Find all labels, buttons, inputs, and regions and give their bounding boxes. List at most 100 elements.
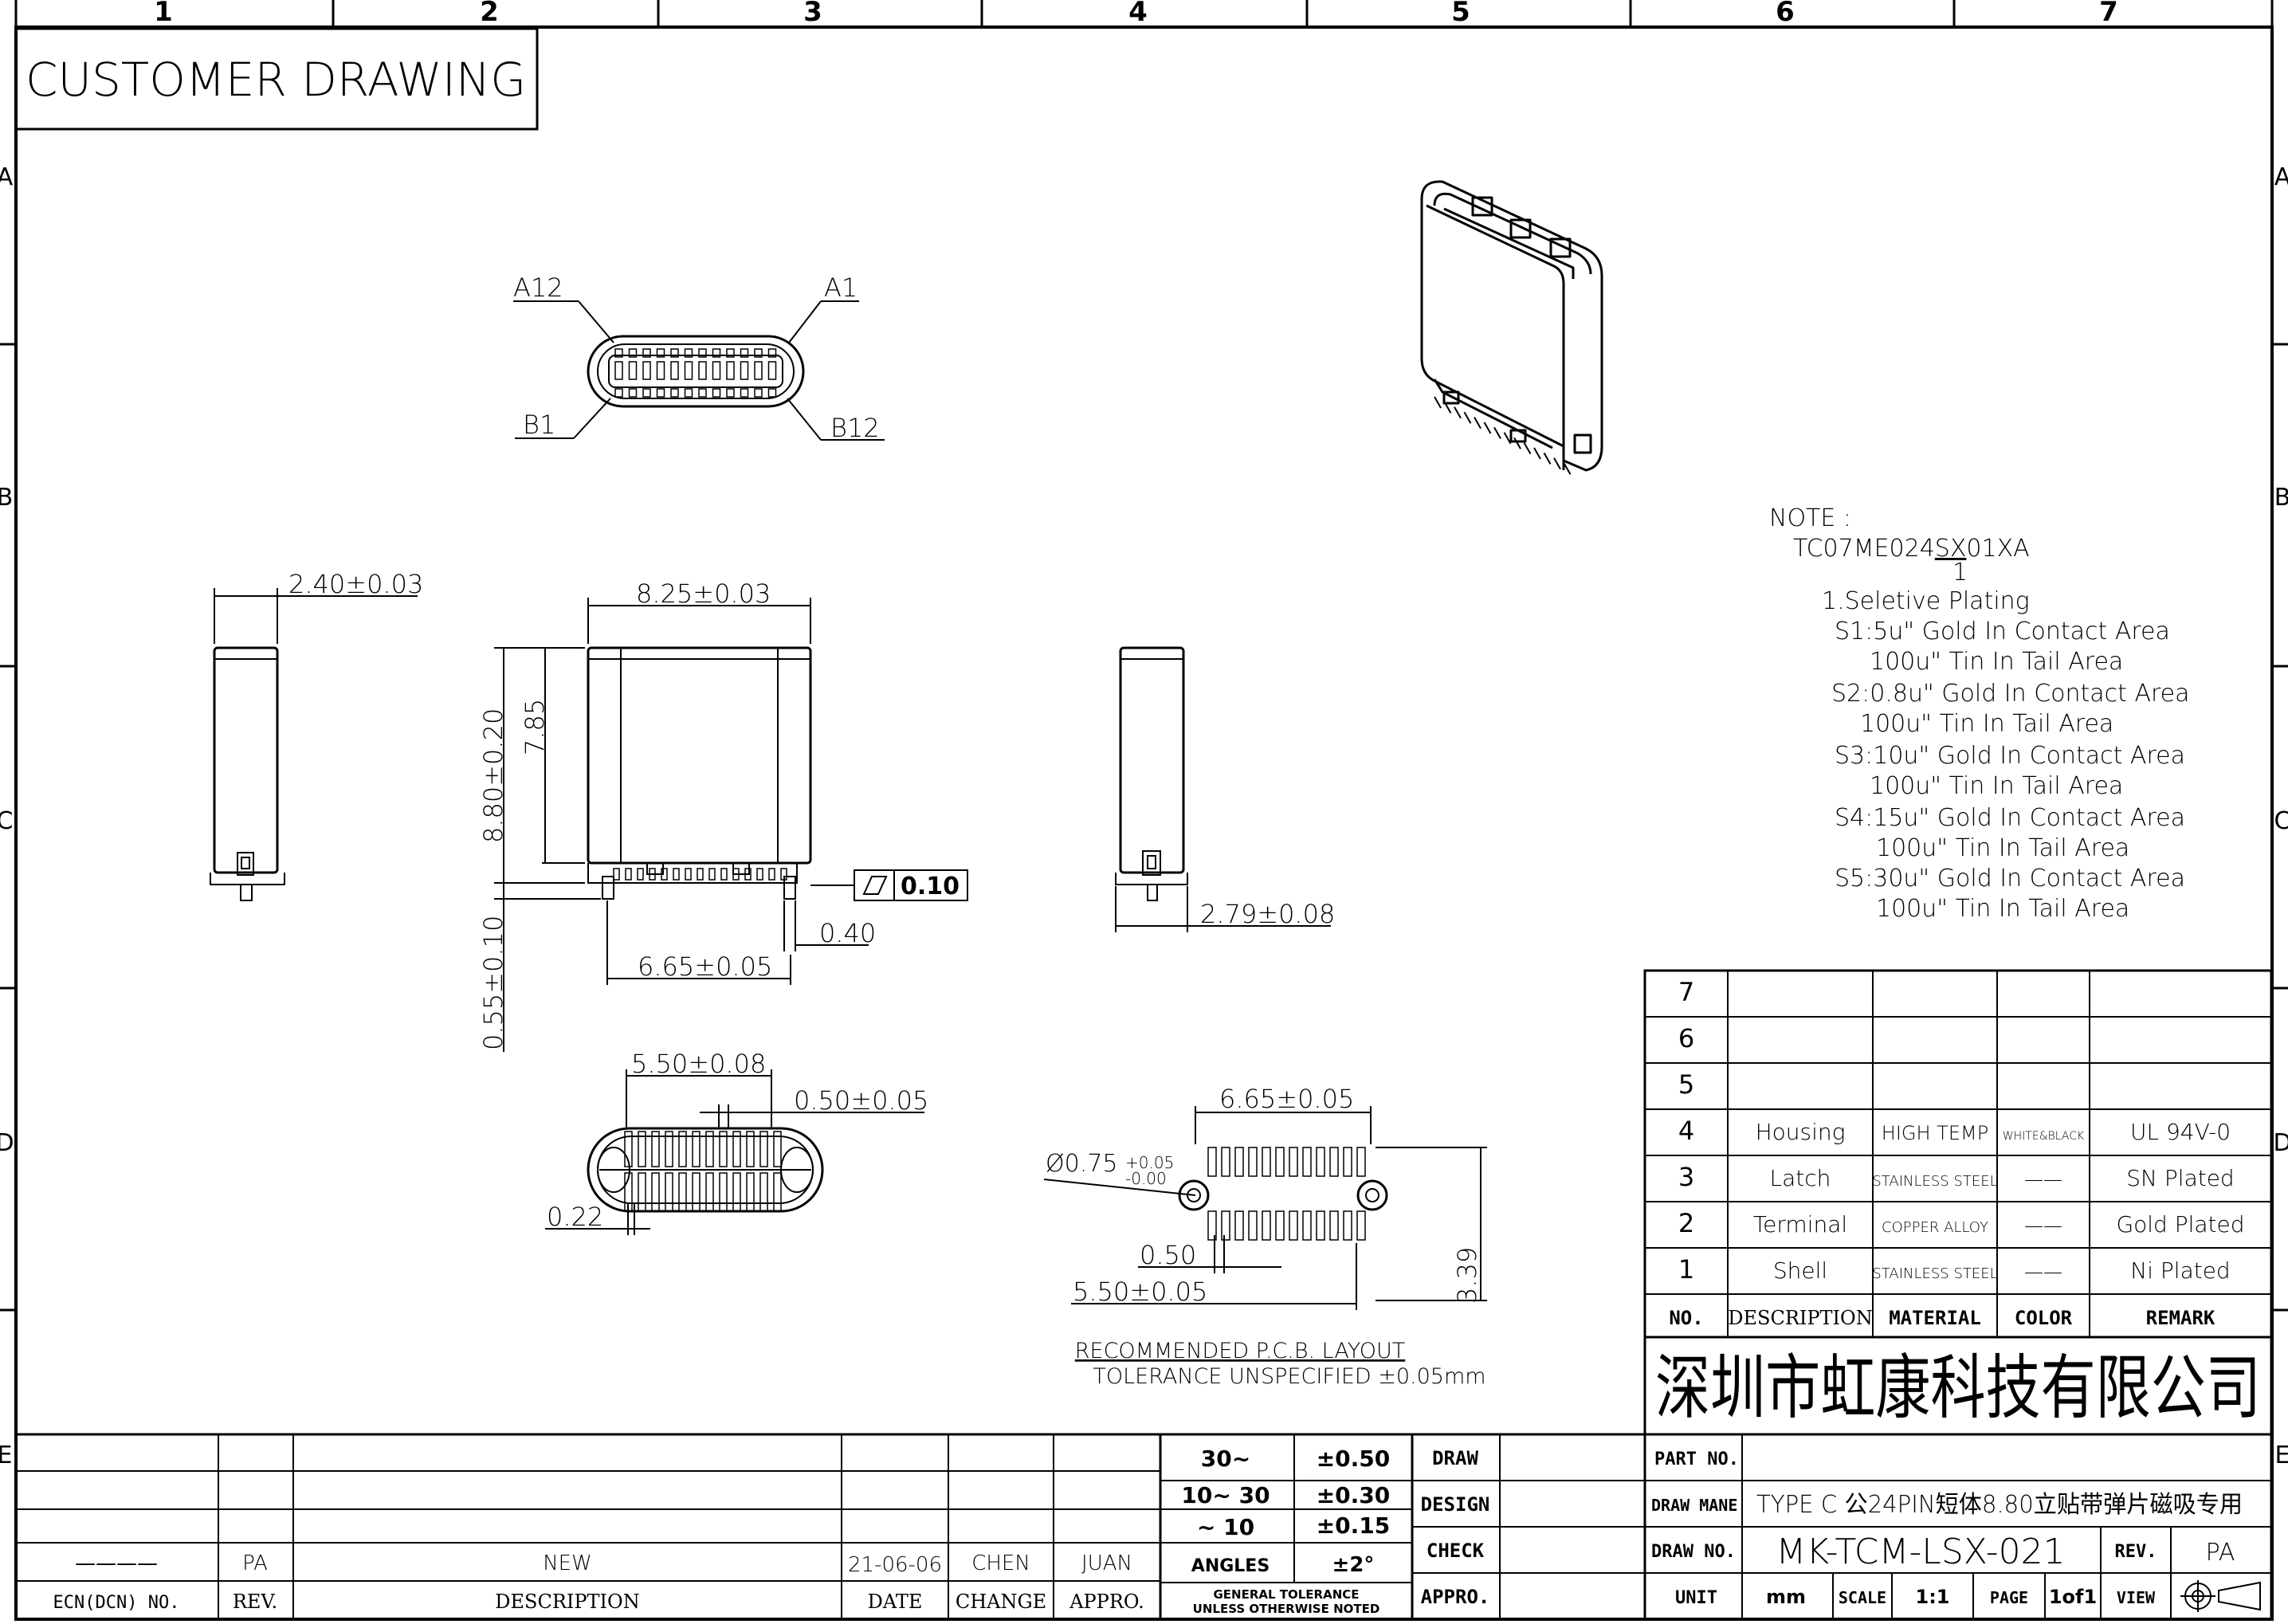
- rev-date-value: 21-06-06: [848, 1553, 942, 1577]
- note-line-10: 100u" Tin In Tail Area: [1876, 895, 2129, 923]
- company-name: 深圳市虹康科技有限公司: [1655, 1347, 2261, 1429]
- pin-label-b12: B12: [830, 413, 880, 443]
- dim-0-50-pcb: 0.50: [1140, 1240, 1196, 1270]
- sign-appro-label: APPRO.: [1421, 1586, 1490, 1608]
- unit-label: UNIT: [1675, 1588, 1717, 1608]
- view-label: VIEW: [2117, 1588, 2156, 1607]
- contact-pin: [656, 348, 665, 358]
- pcb-pad: [1343, 1147, 1352, 1177]
- projection-symbol-icon: [2180, 1580, 2261, 1612]
- revision-block: ———— PA NEW 21-06-06 CHEN JUAN ECN(DCN) …: [14, 1433, 1162, 1621]
- contact-pin: [767, 388, 777, 398]
- bom-remark: Gold Plated: [2116, 1211, 2244, 1238]
- pcb-pad: [1302, 1210, 1312, 1241]
- bottom-pin: [624, 1131, 633, 1167]
- draw-name-value: TYPE C 公24PIN短体8.80立贴带弹片磁吸专用: [1756, 1491, 2243, 1519]
- title-block: PART NO. DRAW MANE TYPE C 公24PIN短体8.80立贴…: [1643, 1433, 2273, 1621]
- contact-pin: [740, 388, 749, 398]
- contact-pin: [726, 361, 735, 380]
- contact-pin: [614, 348, 623, 358]
- rev-value: PA: [2206, 1539, 2235, 1567]
- zone-col-2: 2: [480, 0, 499, 28]
- rev-header-desc: DESCRIPTION: [495, 1591, 639, 1613]
- bom-header-remark: REMARK: [2146, 1307, 2215, 1329]
- bom-material: STAINLESS STEEL: [1872, 1173, 1997, 1190]
- tail-pin: [708, 868, 716, 881]
- pcb-pad: [1234, 1147, 1244, 1177]
- rev-change-value: CHEN: [971, 1551, 1030, 1575]
- bottom-pin: [705, 1172, 714, 1212]
- bottom-pin: [732, 1131, 741, 1167]
- bottom-view: 5.50±0.08 0.50±0.05 0.22: [545, 1049, 928, 1235]
- bom-no: 2: [1678, 1208, 1694, 1238]
- bottom-pin: [678, 1172, 687, 1212]
- tol-range-2: 10~ 30: [1181, 1482, 1270, 1508]
- pin-label-a12: A12: [513, 273, 563, 303]
- bom-material: HIGH TEMP: [1882, 1122, 1988, 1144]
- contact-pin: [642, 361, 651, 380]
- tol-value-2: ±0.30: [1317, 1482, 1391, 1508]
- part-no-label: PART NO.: [1654, 1449, 1739, 1469]
- dim-2-79: 2.79±0.08: [1200, 899, 1335, 929]
- note-part-code: TC07ME024SX01XA: [1793, 535, 2030, 563]
- contact-pin: [670, 388, 679, 398]
- tol-range-3: ~ 10: [1197, 1514, 1254, 1540]
- contact-pin: [642, 348, 651, 358]
- bottom-pin: [746, 1172, 755, 1212]
- pcb-pad: [1221, 1147, 1230, 1177]
- sign-draw-label: DRAW: [1432, 1447, 1478, 1469]
- drawing-title: CUSTOMER DRAWING: [26, 53, 526, 107]
- dim-0-22: 0.22: [547, 1202, 603, 1232]
- contact-pin: [754, 388, 763, 398]
- page-value: 1of1: [2049, 1586, 2097, 1608]
- contact-pin: [684, 388, 693, 398]
- pcb-pad: [1316, 1147, 1325, 1177]
- bom-no: 1: [1678, 1254, 1694, 1285]
- front-view: A12 A1 B1 B12: [513, 273, 885, 443]
- contact-pin: [670, 361, 679, 380]
- note-line-7: S4:15u" Gold In Contact Area: [1835, 804, 2185, 832]
- pcb-pad: [1248, 1147, 1258, 1177]
- bom-color: ——: [2024, 1261, 2062, 1283]
- zone-row-e-right: E: [2275, 1442, 2288, 1469]
- pcb-pad: [1221, 1210, 1230, 1241]
- bom-header-material: MATERIAL: [1889, 1307, 1981, 1329]
- contact-pin: [628, 388, 638, 398]
- note-head: NOTE :: [1769, 504, 1851, 532]
- tail-pin: [637, 868, 644, 881]
- tail-pin: [661, 868, 668, 881]
- bom-description: Latch: [1770, 1165, 1831, 1191]
- iso-pin: [1493, 426, 1501, 439]
- signature-block: DRAW DESIGN CHECK APPRO.: [1411, 1433, 1646, 1621]
- zone-ticks: [0, 0, 2288, 1312]
- draw-name-label: DRAW MANE: [1651, 1496, 1737, 1515]
- pcb-pad: [1275, 1147, 1285, 1177]
- contact-pin: [614, 388, 623, 398]
- iso-pin: [1474, 417, 1482, 430]
- scale-label: SCALE: [1839, 1588, 1886, 1607]
- bottom-pin: [692, 1172, 701, 1212]
- pcb-pad: [1356, 1147, 1366, 1177]
- pcb-pad: [1234, 1210, 1244, 1241]
- general-tolerance-line-1: GENERAL TOLERANCE: [1213, 1587, 1359, 1602]
- iso-pin: [1533, 447, 1541, 460]
- iso-pin: [1503, 432, 1512, 445]
- pcb-pad: [1248, 1210, 1258, 1241]
- note-line-5: S3:10u" Gold In Contact Area: [1835, 742, 2185, 770]
- pin-label-b1: B1: [523, 410, 555, 440]
- contact-pin: [698, 348, 707, 358]
- contact-pin: [684, 348, 693, 358]
- bottom-pin: [759, 1172, 768, 1212]
- dim-5-50-pcb: 5.50±0.05: [1073, 1277, 1207, 1307]
- bom-color: ——: [2024, 1168, 2062, 1191]
- dim-0-40: 0.40: [819, 918, 876, 948]
- tail-pin: [744, 868, 752, 881]
- bottom-pin: [638, 1131, 646, 1167]
- dim-0-55: 0.55±0.10: [478, 916, 508, 1050]
- tol-value-3: ±0.15: [1317, 1512, 1391, 1539]
- bottom-pin: [773, 1131, 782, 1167]
- bom-color: ——: [2024, 1214, 2062, 1237]
- pcb-pad: [1316, 1210, 1325, 1241]
- bom-material: COPPER ALLOY: [1882, 1219, 1988, 1236]
